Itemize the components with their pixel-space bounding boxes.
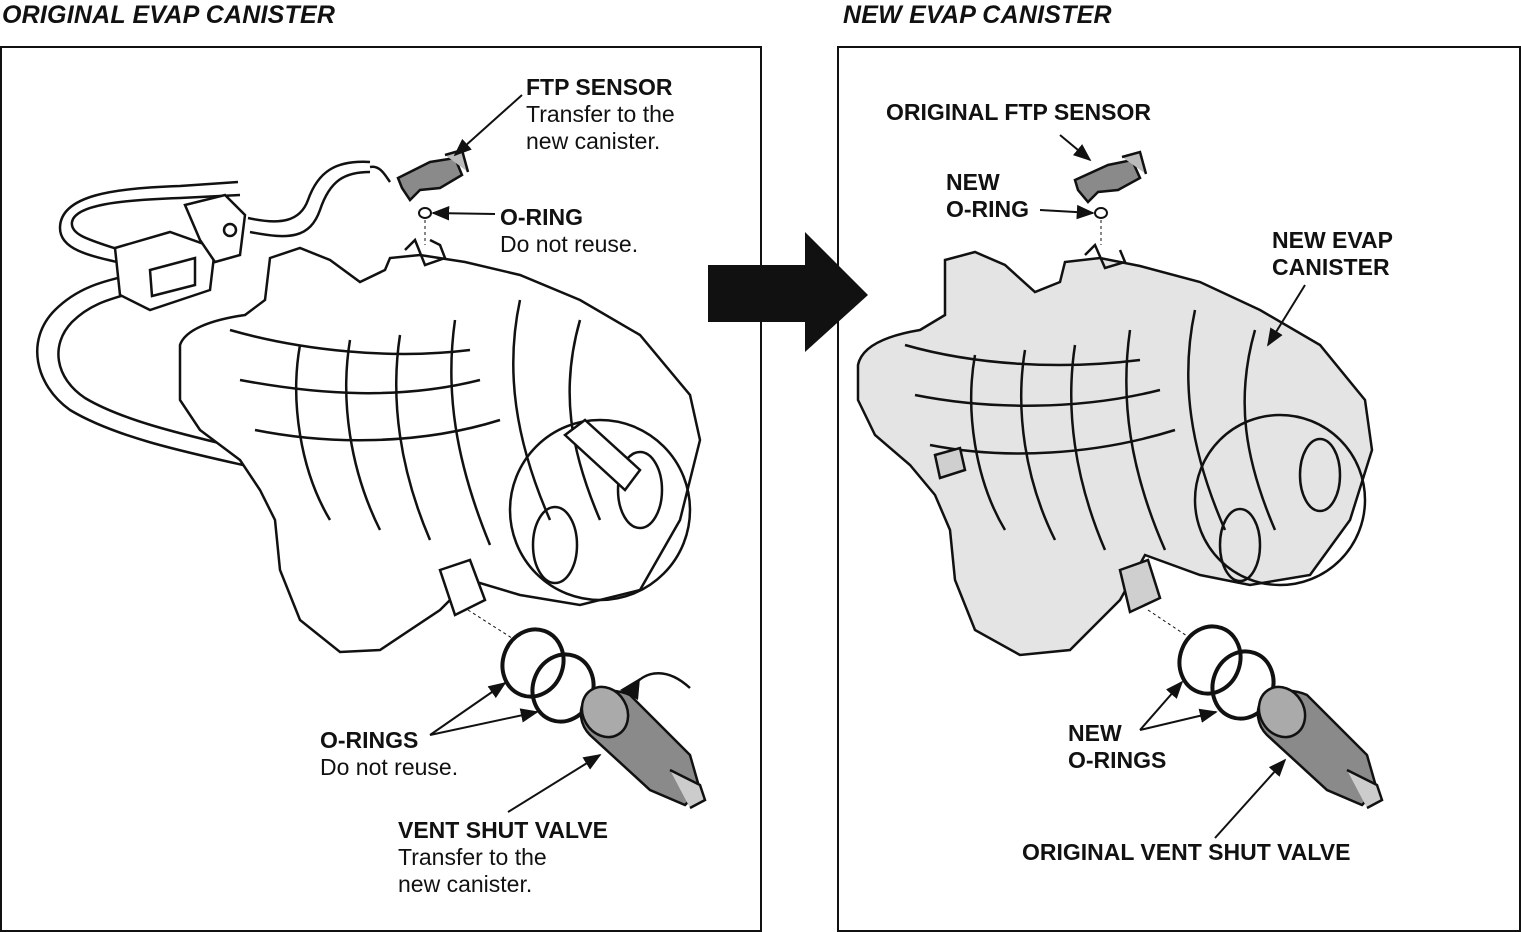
- original-vent-shut-valve-right: [1256, 685, 1384, 810]
- original-evap-canister: [178, 237, 702, 654]
- vent-shut-valve-note-line2: new canister.: [398, 871, 533, 897]
- new-o-rings-leader-2: [1139, 708, 1218, 731]
- new-evap-canister-leader: [1267, 284, 1306, 347]
- ftp-sensor-note-line2: new canister.: [526, 128, 661, 154]
- o-ring-small-left: [418, 207, 432, 219]
- new-o-ring-small: [1094, 207, 1108, 219]
- rotation-arrowhead: [620, 678, 640, 700]
- o-ring-note: Do not reuse.: [500, 231, 639, 257]
- o-rings-leader-1: [429, 681, 507, 736]
- vent-shut-valve-title: VENT SHUT VALVE: [398, 817, 608, 843]
- new-valve-axis-line: [1147, 609, 1191, 639]
- original-ftp-sensor-right: [1073, 150, 1148, 204]
- new-evap-canister: [856, 242, 1374, 657]
- new-evap-canister-line1: NEW EVAP: [1272, 227, 1393, 253]
- original-hose-assembly: [36, 160, 392, 472]
- valve-axis-line: [467, 609, 516, 641]
- o-rings-leader-2: [429, 708, 539, 736]
- new-o-rings-line1: NEW: [1068, 720, 1122, 746]
- new-canister-heading: NEW EVAP CANISTER: [843, 1, 1112, 29]
- original-vent-shut-valve-label: ORIGINAL VENT SHUT VALVE: [1022, 839, 1350, 866]
- ftp-sensor-title: FTP SENSOR: [526, 74, 673, 100]
- ftp-sensor-leader: [453, 94, 523, 157]
- o-ring-label: O-RING Do not reuse.: [500, 204, 638, 258]
- vent-shut-valve-label: VENT SHUT VALVE Transfer to the new cani…: [398, 817, 608, 898]
- new-o-rings-label: NEW O-RINGS: [1068, 720, 1166, 774]
- new-o-ring-line1: NEW: [946, 169, 1000, 195]
- new-o-ring-label: NEW O-RING: [946, 169, 1029, 223]
- original-ftp-sensor-leader: [1059, 134, 1092, 162]
- ftp-sensor-left: [396, 148, 470, 202]
- original-ftp-sensor-title: ORIGINAL FTP SENSOR: [886, 99, 1151, 125]
- vent-shut-valve-leader: [507, 754, 602, 813]
- transfer-arrow-icon: [708, 232, 868, 352]
- original-vent-shut-valve-leader: [1214, 758, 1287, 839]
- o-ring-title: O-RING: [500, 204, 584, 230]
- new-o-ring-leader: [1039, 204, 1095, 220]
- new-o-ring-line2: O-RING: [946, 196, 1030, 222]
- new-evap-canister-label: NEW EVAP CANISTER: [1272, 227, 1393, 281]
- vent-shut-valve-left: [579, 685, 707, 810]
- o-rings-label: O-RINGS Do not reuse.: [320, 727, 458, 781]
- new-o-rings-line2: O-RINGS: [1068, 747, 1167, 773]
- o-ring-leader: [431, 206, 496, 221]
- ftp-sensor-label: FTP SENSOR Transfer to the new canister.: [526, 74, 675, 155]
- original-ftp-sensor-label: ORIGINAL FTP SENSOR: [886, 99, 1151, 126]
- o-rings-title: O-RINGS: [320, 727, 419, 753]
- purge-control-box: [113, 193, 247, 312]
- original-vent-shut-valve-title: ORIGINAL VENT SHUT VALVE: [1022, 839, 1351, 865]
- ftp-sensor-note-line1: Transfer to the: [526, 101, 675, 127]
- vent-shut-valve-note-line1: Transfer to the: [398, 844, 547, 870]
- new-o-rings-leader-1: [1139, 680, 1184, 731]
- new-evap-canister-line2: CANISTER: [1272, 254, 1390, 280]
- original-canister-heading: ORIGINAL EVAP CANISTER: [2, 1, 336, 29]
- o-rings-note: Do not reuse.: [320, 754, 459, 780]
